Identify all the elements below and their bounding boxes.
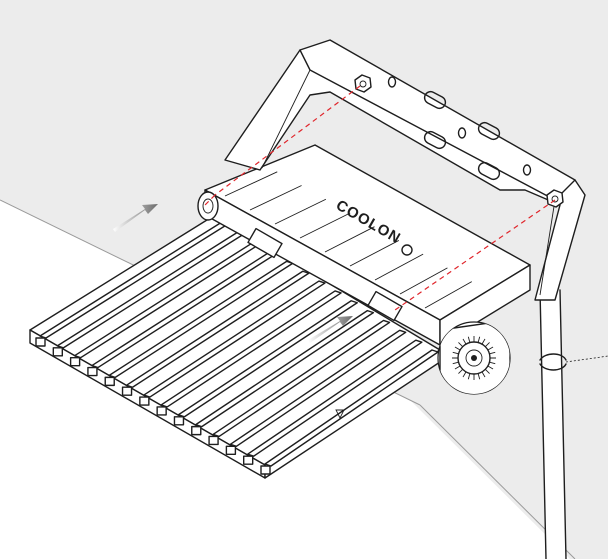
arrow-icon (113, 204, 158, 232)
pole-clamp (539, 353, 608, 371)
housing-rib (224, 171, 278, 197)
mounting-clips (247, 227, 403, 322)
heat-sink-fin-tip (208, 435, 219, 446)
brand-logo-mark (401, 244, 413, 256)
knob-tooth (481, 338, 486, 345)
housing-rib (424, 281, 472, 309)
arrow-icon (308, 316, 353, 343)
heat-sink-fin-tip (139, 396, 150, 406)
heat-sink-fin-tip (173, 416, 185, 426)
heat-sink-fin-tip (225, 445, 237, 456)
knob-tooth (454, 365, 461, 370)
knob-tooth (489, 351, 496, 355)
knob-tooth (458, 342, 464, 348)
bracket-slots (387, 76, 532, 181)
heat-sink-fin-tip (260, 465, 271, 475)
knob-tooth (484, 342, 490, 348)
heat-sink-fin-tip (191, 425, 202, 436)
bracket-bolt (546, 189, 564, 208)
housing-rib (274, 198, 327, 225)
heat-sink-fin-tip (52, 347, 64, 357)
alignment-guides (204, 85, 556, 311)
knob-tooth (484, 368, 490, 374)
housing-rib (249, 185, 302, 211)
knob-tooth (481, 371, 486, 378)
knob-tooth (467, 373, 471, 380)
heat-sink-fin-tip (121, 386, 133, 396)
knob-tooth (477, 336, 481, 343)
housing-rib (349, 240, 400, 267)
heat-sink-fin-tip (69, 356, 81, 367)
mounting-pole (539, 289, 567, 559)
knob-tooth (487, 365, 494, 370)
knob-tooth (458, 368, 464, 374)
knob-tooth (477, 373, 481, 380)
knob-tooth (452, 361, 459, 365)
housing-rib (299, 212, 351, 239)
housing-rib (399, 267, 448, 295)
housing-rib (324, 226, 375, 253)
knob-tooth (454, 346, 461, 351)
heat-sink-fin-tip (242, 455, 254, 465)
bottom-marker (335, 409, 345, 420)
knob-tooth (467, 336, 471, 343)
knob-tooth (462, 338, 467, 345)
heat-sink-fin-tip (104, 376, 115, 387)
bracket-bolt (354, 74, 372, 93)
heat-sink-fin-tip (87, 366, 98, 377)
knob-tooth (462, 371, 467, 378)
knob-tooth (489, 361, 496, 365)
knob-tooth (452, 351, 459, 355)
knob-tooth (487, 346, 494, 351)
heat-sink-fin-tip (156, 406, 167, 416)
adjustment-knob (197, 191, 219, 221)
housing-rib (374, 253, 424, 281)
heat-sink-fin-tip (35, 337, 46, 347)
